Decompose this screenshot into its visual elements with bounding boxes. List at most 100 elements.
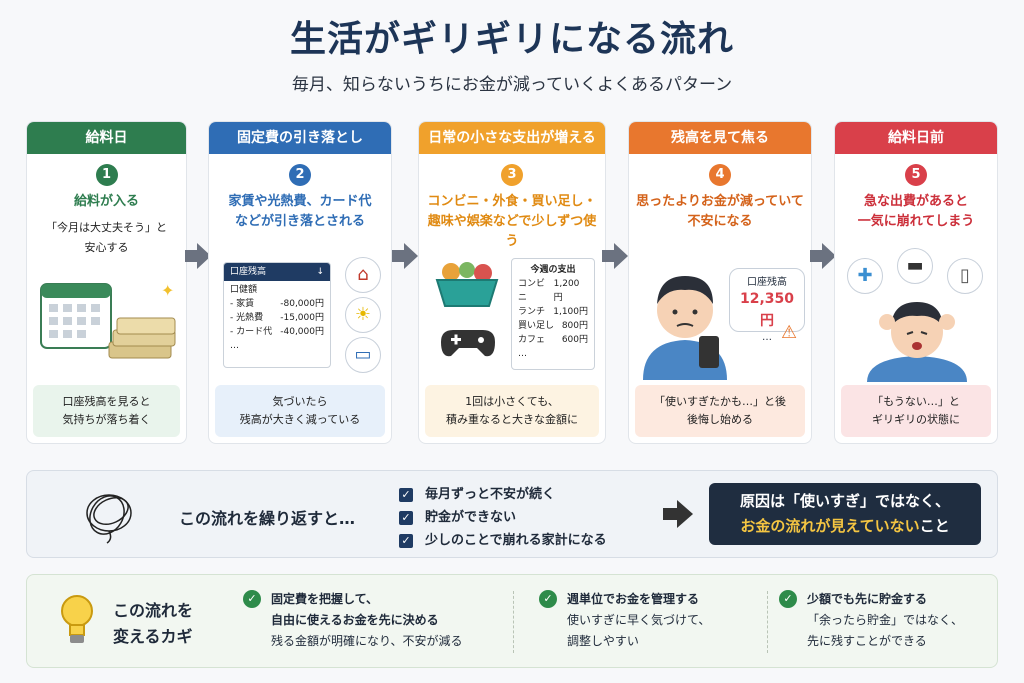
step-main-line: 急な出費があると [863,194,968,209]
divider [767,591,768,653]
lightbulb-icon [61,595,93,643]
tip-detail: 残る金額が明確になり、不安が減る [271,634,463,648]
receipt-amount: 1,200円 [553,279,580,303]
statement-amount: -40,000円 [280,327,324,337]
step-card-2: 固定費の引き落とし 2 家賃や光熱費、カード代 などが引き落とされる 口座残高 … [208,121,392,444]
car-icon: ▬ [897,248,933,284]
worried-person-icon [643,276,727,380]
step-main: コンビニ・外食・買い足し・ 趣味や娯楽などで少しずつ使う [425,192,599,252]
balance-amount: 12,350円 [739,291,795,329]
step-foot: 1回は小さくても、 積み重なると大きな金額に [425,385,599,437]
step-foot-line: 後悔し始める [687,413,753,426]
balance-more: … [762,332,772,343]
step-foot: 「使いすぎたかも…」と後 後悔し始める [635,385,805,437]
check-icon: ✓ [243,590,261,608]
statement-header: 口座残高 [230,267,267,277]
step-number: 3 [501,164,523,186]
step-foot-line: 「もうない…」と [872,395,960,408]
warning-icon: ⚠ [781,322,798,343]
medical-kit-icon: ✚ [847,258,883,294]
statement-amount: -80,000円 [280,299,324,309]
tip-detail: 先に残すことができる [807,634,927,648]
cause-line: 原因は「使いすぎ」ではなく、 [739,492,950,510]
cause-tail: こと [919,517,950,535]
keys-title-line: 変えるカギ [113,627,193,646]
stressed-person-icon [867,302,967,382]
keys-title: この流れを 変えるカギ [113,598,193,650]
step-card-4: 残高を見て焦る 4 思ったよりお金が減っていて 不安になる 口座残高 12,35… [628,121,812,444]
bank-statement: 口座残高 ↓ 口健額 - 家賃 -80,000円 - 光熱費 -15,000円 - … [223,262,331,368]
page-subtitle: 毎月、知らないうちにお金が減っていくよくあるパターン [291,75,733,95]
flow-arrow-icon [392,243,418,269]
statement-amount: -15,000円 [280,313,324,323]
arrow-down-icon: ↓ [316,267,324,277]
step-desc-line: 「今月は大丈夫そう」と [46,221,167,234]
step-main: 思ったよりお金が減っていて 不安になる [635,192,805,232]
step-number: 2 [289,164,311,186]
step-label: 給料日前 [835,122,997,154]
tip-heading: 週単位でお金を管理する [567,592,700,606]
loop-check-list: ✓毎月ずっと不安が続く ✓貯金ができない ✓少しのことで崩れる家計になる [399,483,607,552]
receipt-more: … [518,349,527,359]
receipt-title: 今週の支出 [530,265,576,275]
step-foot-line: ギリギリの状態に [872,413,960,426]
step-number: 4 [709,164,731,186]
step-card-1: 給料日 1 給料が入る 「今月は大丈夫そう」と 安心する ✦ 口座残高を見ると … [26,121,187,444]
receipt-item: コンビニ [518,279,546,303]
house-icon: ⌂ [345,257,381,293]
step-label: 日常の小さな支出が増える [419,122,605,154]
tip-detail: 「余ったら貯金」ではなく、 [807,613,964,627]
statement-item: - 光熱費 [230,313,264,323]
step-main: 家賃や光熱費、カード代 などが引き落とされる [215,192,385,232]
step-number: 1 [95,164,118,186]
statement-item: - 家賃 [230,299,255,309]
broken-phone-icon: ▯ [947,258,983,294]
step-label: 給料日 [27,122,186,154]
check-icon: ✓ [779,590,797,608]
tangled-thread-icon [86,494,132,544]
lightbulb-icon: ☀ [345,297,381,333]
key-tip-3: ✓ 少額でも先に貯金する 「余ったら貯金」ではなく、 先に残すことができる [779,589,964,652]
step-main-line: 趣味や娯楽などで少しずつ使う [427,214,597,249]
checkbox-icon: ✓ [399,533,413,548]
receipt-amount: 800円 [561,321,588,331]
step-foot-line: 残高が大きく減っている [239,413,361,426]
receipt-item: カフェ [518,335,546,345]
tip-heading: 自由に使えるお金を先に決める [271,613,439,627]
cause-highlight: お金の流れが見えていない [740,517,920,535]
loop-check-item: 貯金ができない [425,510,517,525]
step-main-line: 不安になる [687,214,753,229]
step-label: 残高を見て焦る [629,122,811,154]
credit-card-icon: ▭ [345,337,381,373]
receipt-amount: 1,100円 [553,307,588,317]
step-main: 急な出費があると 一気に崩れてしまう [841,192,991,232]
keys-section: この流れを 変えるカギ ✓ 固定費を把握して、 自由に使えるお金を先に決める 残… [26,574,998,668]
step-number: 5 [905,164,927,186]
step-main-line: 家賃や光熱費、カード代 [228,194,372,209]
receipt-amount: 600円 [561,335,588,345]
keys-title-line: この流れを [113,601,194,620]
statement-item: - カード代 [230,327,273,337]
step-label: 固定費の引き落とし [209,122,391,154]
step-foot-line: 積み重なると大きな金額に [446,413,578,426]
receipt-item: ランチ [518,307,546,317]
right-arrow-icon [663,500,693,528]
svg-text:✦: ✦ [161,281,174,300]
statement-sub: 口健額 [230,285,258,295]
step-foot-line: 気づいたら [272,395,328,408]
checkbox-icon: ✓ [399,510,413,525]
step-card-5: 給料日前 5 急な出費があると 一気に崩れてしまう ✚ ▬ ▯ 「もうない…」と… [834,121,998,444]
step-main-line: 思ったよりお金が減っていて [636,194,804,209]
step-main-line: 一気に崩れてしまう [857,214,975,229]
loop-text: この流れを繰り返すと… [179,509,356,528]
step-desc-line: 安心する [84,241,129,254]
step-main-line: コンビニ・外食・買い足し・ [427,194,597,209]
tip-detail: 使いすぎに早く気づけて、 [567,613,711,627]
calendar-money-icon: ✦ [40,281,176,359]
step-foot-line: 口座残高を見ると [62,395,151,408]
tip-heading: 固定費を把握して、 [271,592,379,606]
page-title: 生活がギリギリになる流れ [289,19,734,60]
flow-arrow-icon [602,243,628,269]
cause-box: 原因は「使いすぎ」ではなく、 お金の流れが見えていないこと [709,483,981,545]
divider [513,591,514,653]
